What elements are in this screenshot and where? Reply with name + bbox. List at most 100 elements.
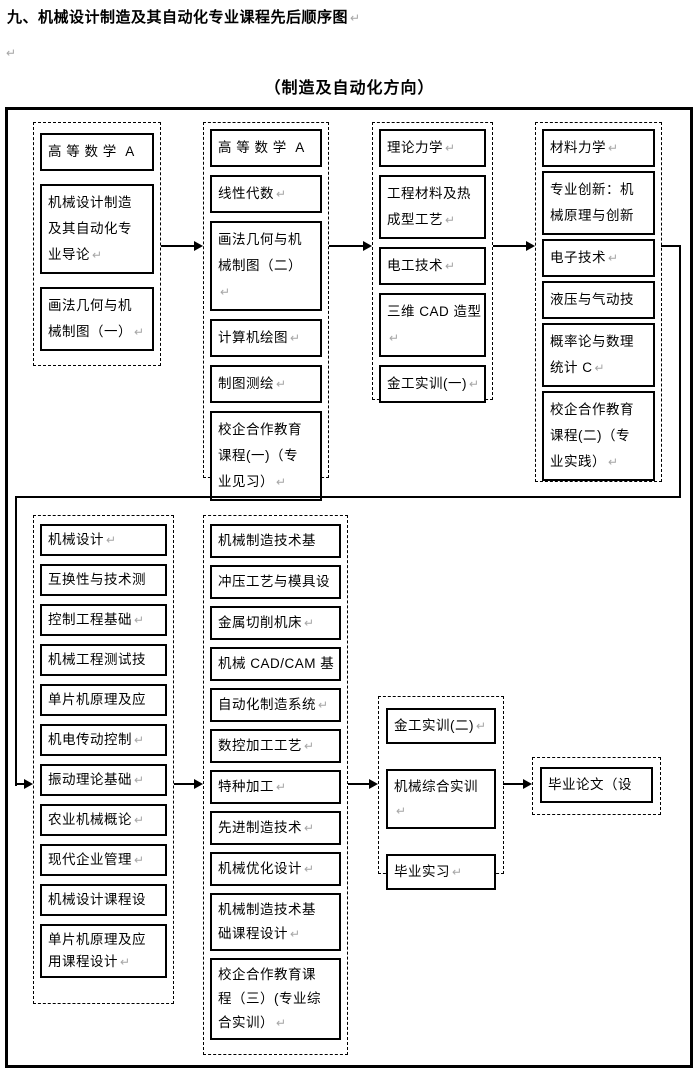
course-title: 机械综合实训 [394, 779, 478, 794]
course-box: 自动化制造系统↵ [210, 688, 341, 722]
course-group-stage-4: 材料力学↵专业创新：机 械原理与创新电子技术↵液压与气动技概率论与数理 统计 C… [535, 122, 662, 482]
arrow-stage5-to-stage6 [174, 779, 203, 789]
return-mark-icon: ↵ [134, 853, 145, 867]
return-mark-icon: ↵ [389, 331, 400, 345]
course-box: 金工实训(一)↵ [379, 365, 486, 403]
course-title: 数控加工工艺 [218, 738, 302, 753]
return-mark-icon: ↵ [445, 141, 456, 155]
course-title: 画法几何与机 械制图（一） [48, 298, 132, 339]
return-mark-icon: ↵ [134, 813, 145, 827]
arrow-stage1-to-stage2 [161, 241, 203, 251]
page-title: 九、机械设计制造及其自动化专业课程先后顺序图↵ [7, 6, 361, 27]
course-title: 机械设计制造 及其自动化专 业导论 [48, 195, 132, 262]
return-mark-icon: ↵ [106, 533, 117, 547]
course-box: 现代企业管理↵ [40, 844, 167, 876]
course-title: 机械制造技术基 础课程设计 [218, 902, 316, 941]
arrow-head-icon [526, 241, 535, 251]
course-box: 振动理论基础↵ [40, 764, 167, 796]
arrow-shaft [174, 783, 195, 785]
return-mark-icon: ↵ [134, 773, 145, 787]
arrow-stage6-to-stage7 [348, 779, 378, 789]
course-group-stage-5: 机械设计↵互换性与技术测控制工程基础↵机械工程测试技单片机原理及应机电传动控制↵… [33, 515, 174, 1004]
course-box: 特种加工↵ [210, 770, 341, 804]
wrap-connector-segment-top [661, 245, 681, 247]
arrow-shaft [348, 783, 370, 785]
course-title: 金属切削机床 [218, 615, 302, 630]
course-title: 冲压工艺与模具设 [218, 574, 330, 589]
course-title: 计算机绘图 [218, 330, 288, 345]
course-group-stage-6: 机械制造技术基冲压工艺与模具设金属切削机床↵机械 CAD/CAM 基自动化制造系… [203, 515, 348, 1055]
course-box: 校企合作教育 课程(一)（专 业见习）↵ [210, 411, 322, 501]
course-title: 校企合作教育 课程(一)（专 业见习） [218, 422, 302, 489]
diagram-subtitle: （制造及自动化方向） [264, 80, 435, 97]
course-title: 电工技术 [387, 258, 443, 273]
arrow-head-icon [369, 779, 378, 789]
course-title: 机械优化设计 [218, 861, 302, 876]
arrow-shaft [15, 783, 25, 785]
course-title: 振动理论基础 [48, 772, 132, 787]
course-title: 高 等 数 学 A [48, 144, 135, 159]
course-group-stage-7: 金工实训(二)↵机械综合实训↵毕业实习↵ [378, 696, 504, 890]
return-mark-icon: ↵ [608, 251, 619, 265]
course-box: 农业机械概论↵ [40, 804, 167, 836]
course-box: 机械设计↵ [40, 524, 167, 556]
flowchart-frame [5, 107, 693, 1068]
return-mark-icon: ↵ [276, 1016, 287, 1030]
course-box: 校企合作教育 课程(二)（专 业实践）↵ [542, 391, 655, 481]
return-mark-icon: ↵ [134, 325, 145, 339]
return-mark-icon: ↵ [92, 248, 103, 262]
course-box: 高 等 数 学 A [210, 129, 322, 167]
course-box: 金工实训(二)↵ [386, 708, 496, 744]
course-box: 机械工程测试技 [40, 644, 167, 676]
return-mark-icon: ↵ [276, 377, 287, 391]
course-title: 专业创新：机 械原理与创新 [550, 182, 634, 223]
course-title: 机械 CAD/CAM 基 [218, 656, 335, 671]
course-box: 电工技术↵ [379, 247, 486, 285]
arrow-stage7-to-stage8 [503, 779, 532, 789]
course-box: 线性代数↵ [210, 175, 322, 213]
course-title: 概率论与数理 统计 C [550, 334, 634, 375]
course-box: 机械制造技术基 [210, 524, 341, 558]
arrow-head-icon [194, 779, 203, 789]
course-title: 先进制造技术 [218, 820, 302, 835]
return-mark-icon: ↵ [469, 377, 480, 391]
return-mark-icon: ↵ [276, 475, 287, 489]
course-box: 单片机原理及应 [40, 684, 167, 716]
course-box: 专业创新：机 械原理与创新 [542, 171, 655, 235]
course-box: 机械 CAD/CAM 基 [210, 647, 341, 681]
return-mark-icon: ↵ [318, 698, 329, 712]
course-title: 三维 CAD 造型 [387, 304, 482, 319]
course-title: 电子技术 [550, 250, 606, 265]
course-title: 农业机械概论 [48, 812, 132, 827]
course-title: 机电传动控制 [48, 732, 132, 747]
return-mark-icon: ↵ [134, 733, 145, 747]
return-mark-icon: ↵ [445, 259, 456, 273]
return-mark-icon: ↵ [290, 927, 301, 941]
course-title: 制图测绘 [218, 376, 274, 391]
return-mark-icon: ↵ [276, 187, 287, 201]
return-mark-icon: ↵ [445, 213, 456, 227]
course-box: 计算机绘图↵ [210, 319, 322, 357]
course-title: 控制工程基础 [48, 612, 132, 627]
course-box: 机械综合实训↵ [386, 769, 496, 829]
arrow-wrap-to-stage5 [15, 779, 33, 789]
course-title: 线性代数 [218, 186, 274, 201]
course-box: 材料力学↵ [542, 129, 655, 167]
course-box: 金属切削机床↵ [210, 606, 341, 640]
wrap-connector-segment-left [15, 496, 17, 786]
arrow-shaft [493, 245, 527, 247]
course-title: 工程材料及热 成型工艺 [387, 186, 471, 227]
course-box: 数控加工工艺↵ [210, 729, 341, 763]
course-title: 金工实训(一) [387, 376, 467, 391]
course-box: 控制工程基础↵ [40, 604, 167, 636]
arrow-head-icon [24, 779, 33, 789]
return-mark-icon: ↵ [134, 613, 145, 627]
course-box: 画法几何与机 械制图（一）↵ [40, 287, 154, 351]
page-title-text: 九、机械设计制造及其自动化专业课程先后顺序图 [7, 9, 349, 26]
return-mark-icon: ↵ [594, 361, 606, 375]
course-box: 液压与气动技 [542, 281, 655, 319]
course-box: 工程材料及热 成型工艺↵ [379, 175, 486, 239]
return-mark-icon: ↵ [120, 955, 131, 969]
